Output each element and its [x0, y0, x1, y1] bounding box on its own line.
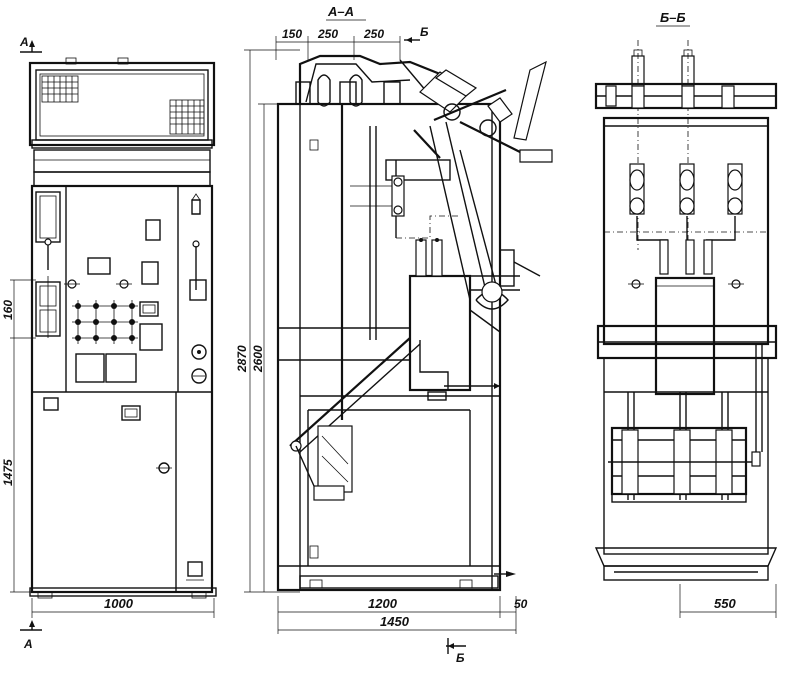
section-marker-b-top: Б: [404, 25, 429, 43]
front-instrument-panel: [35, 191, 207, 384]
dim-front-width: 1000: [104, 596, 134, 611]
dim-aa-1450: 1450: [380, 614, 410, 629]
dim-aa-150: 150: [282, 27, 302, 41]
section-aa-vertical-dims: 2870 2600: [235, 49, 300, 593]
section-aa-title: A–A: [327, 4, 354, 19]
window-hatch-right: [169, 99, 205, 135]
marker-a-bottom-label: A: [23, 637, 33, 651]
knob-grid: [72, 300, 138, 344]
dim-front-160: 160: [1, 300, 15, 320]
dim-aa-50: 50: [514, 597, 528, 611]
section-marker-a-bottom: A: [20, 620, 42, 651]
front-top-housing: [28, 57, 216, 187]
section-marker-a-top: A: [19, 35, 42, 53]
breaker-body: [408, 238, 541, 401]
marker-b-top-label: Б: [420, 25, 429, 39]
section-aa-top-dimensions: 150 250 250: [275, 27, 401, 60]
lower-poles: [608, 344, 763, 503]
section-marker-b-bottom: Б: [446, 638, 466, 665]
top-bushings: [631, 40, 695, 250]
section-bb-enclosure: [594, 82, 778, 581]
section-aa-horizontal-dims: 1200 50 1450: [277, 596, 528, 634]
window-hatch-left: [41, 75, 79, 103]
fuse-set: [629, 163, 743, 241]
disconnector-mechanism: [413, 60, 553, 301]
dim-aa-250a: 250: [317, 27, 338, 41]
section-bb-dims: 550: [679, 584, 777, 618]
front-cabinet-body: [29, 184, 217, 599]
front-view: A: [1, 35, 217, 651]
front-dimensions: 1000 160 1475: [1, 279, 215, 618]
dim-bb-550: 550: [714, 596, 736, 611]
front-lower-door: [43, 397, 204, 581]
grounding-mechanism: [289, 104, 421, 501]
breaker-body-bb: [628, 239, 744, 396]
dim-aa-1200: 1200: [368, 596, 398, 611]
section-aa-view: A–A 150 250 250 Б: [235, 4, 553, 665]
marker-b-bottom-label: Б: [456, 651, 465, 665]
section-bb-title: Б–Б: [660, 10, 686, 25]
dim-aa-2870: 2870: [235, 345, 249, 373]
section-bb-view: Б–Б: [594, 10, 778, 618]
fuse-assembly: [350, 126, 460, 340]
dim-aa-250b: 250: [363, 27, 384, 41]
dim-front-1475: 1475: [1, 459, 15, 486]
marker-a-top-label: A: [19, 35, 29, 49]
dim-aa-2600: 2600: [251, 345, 265, 373]
